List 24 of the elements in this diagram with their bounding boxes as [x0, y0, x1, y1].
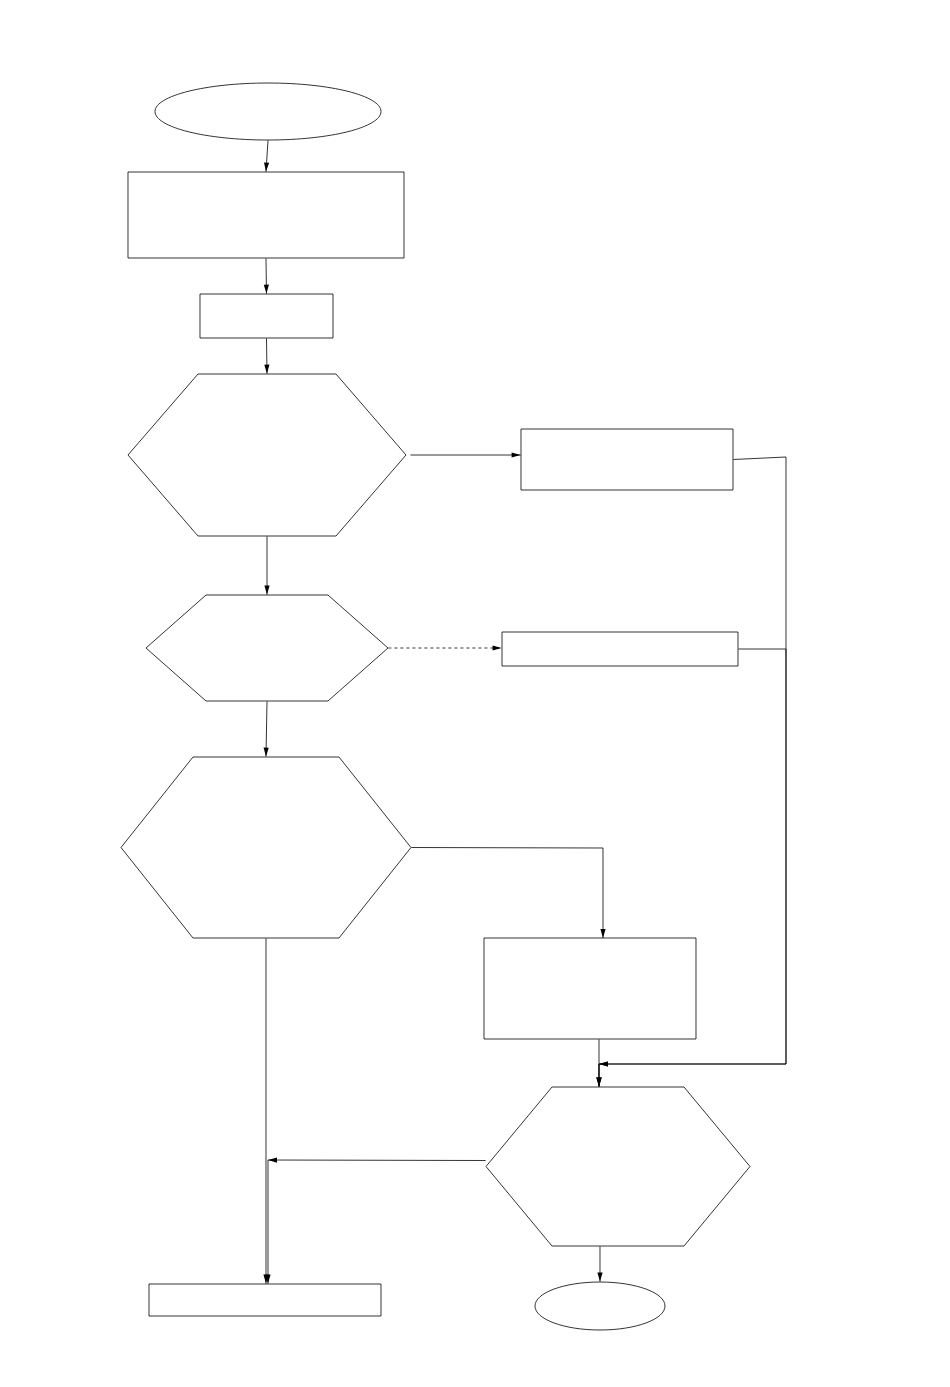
arrow [263, 701, 269, 757]
process-box [501, 631, 739, 667]
arrow [263, 938, 269, 1284]
arrow [597, 1246, 603, 1282]
terminal-oval [154, 82, 382, 141]
terminal-oval [534, 1281, 666, 1331]
decision-hexagon [145, 594, 389, 702]
arrow [263, 258, 269, 294]
decision-hexagon [485, 1086, 751, 1247]
arrow [264, 536, 270, 595]
process-box [127, 171, 405, 259]
arrow [264, 140, 270, 172]
arrow [264, 338, 270, 374]
arrow [388, 645, 502, 651]
process-box [483, 937, 697, 1040]
process-box [199, 293, 334, 339]
arrow [596, 1039, 602, 1087]
arrow [410, 452, 521, 458]
decision-hexagon [120, 756, 412, 939]
process-box [148, 1283, 382, 1317]
arrow [265, 1157, 486, 1284]
decision-hexagon [127, 373, 407, 537]
arrow [411, 847, 606, 939]
process-box [520, 428, 734, 491]
